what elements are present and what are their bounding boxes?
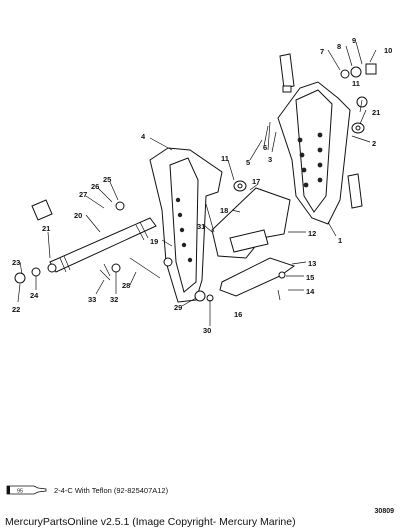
callout-6: 6 xyxy=(263,143,267,152)
legend-tube-label: 95 xyxy=(17,489,23,495)
legend-text: 2-4-C With Teflon (92-825407A12) xyxy=(54,485,169,495)
transom-plate xyxy=(211,187,291,259)
callout-13: 13 xyxy=(308,259,316,268)
exploded-parts-diagram: 1 2 3 4 5 6 7 8 9 10 11 11 12 13 14 15 1… xyxy=(12,36,392,335)
callout-20: 20 xyxy=(74,211,82,220)
callout-18: 18 xyxy=(220,206,228,215)
figure-number: 30809 xyxy=(374,508,394,515)
callout-12: 12 xyxy=(308,229,316,238)
callout-4: 4 xyxy=(141,132,146,141)
grease-tube-left xyxy=(31,199,53,221)
callout-8: 8 xyxy=(337,42,341,51)
callout-32: 32 xyxy=(110,295,118,304)
callout-22: 22 xyxy=(12,305,20,314)
callout-labels: 1 2 3 4 5 6 7 8 9 10 11 11 12 13 14 15 1… xyxy=(12,36,392,335)
copyright-footer: MercuryPartsOnline v2.5.1 (Image Copyrig… xyxy=(5,516,296,528)
callout-23: 23 xyxy=(12,258,20,267)
left-clamp-bracket xyxy=(149,147,223,303)
callout-19: 19 xyxy=(150,237,158,246)
grease-tube-top xyxy=(279,53,295,93)
callout-5: 5 xyxy=(246,158,250,167)
callout-33: 33 xyxy=(88,295,96,304)
callout-17: 17 xyxy=(252,177,260,186)
callout-30: 30 xyxy=(203,326,211,335)
callout-11b: 11 xyxy=(352,79,360,88)
grease-tube-right xyxy=(347,173,363,209)
callout-29: 29 xyxy=(174,303,182,312)
callout-10: 10 xyxy=(384,46,392,55)
tilt-tube xyxy=(49,217,157,273)
callout-24: 24 xyxy=(30,291,39,300)
callout-21a: 21 xyxy=(42,224,50,233)
leader-lines xyxy=(17,41,377,326)
callout-21b: 21 xyxy=(372,108,380,117)
callout-28: 28 xyxy=(122,281,130,290)
callout-27: 27 xyxy=(79,190,87,199)
callout-1: 1 xyxy=(338,236,342,245)
callout-14: 14 xyxy=(306,287,315,296)
legend: 95 2-4-C With Teflon (92-825407A12) xyxy=(6,483,168,497)
callout-26: 26 xyxy=(91,182,99,191)
hardware xyxy=(14,63,377,302)
grease-tube-icon: 95 xyxy=(6,485,47,495)
callout-9: 9 xyxy=(352,36,356,45)
callout-11a: 11 xyxy=(221,154,229,163)
callout-7: 7 xyxy=(320,47,324,56)
right-clamp-bracket xyxy=(277,81,351,225)
callout-15: 15 xyxy=(306,273,314,282)
callout-16: 16 xyxy=(234,310,242,319)
callout-31: 31 xyxy=(197,222,205,231)
callout-25: 25 xyxy=(103,175,111,184)
callout-2: 2 xyxy=(372,139,376,148)
callout-3: 3 xyxy=(268,155,272,164)
